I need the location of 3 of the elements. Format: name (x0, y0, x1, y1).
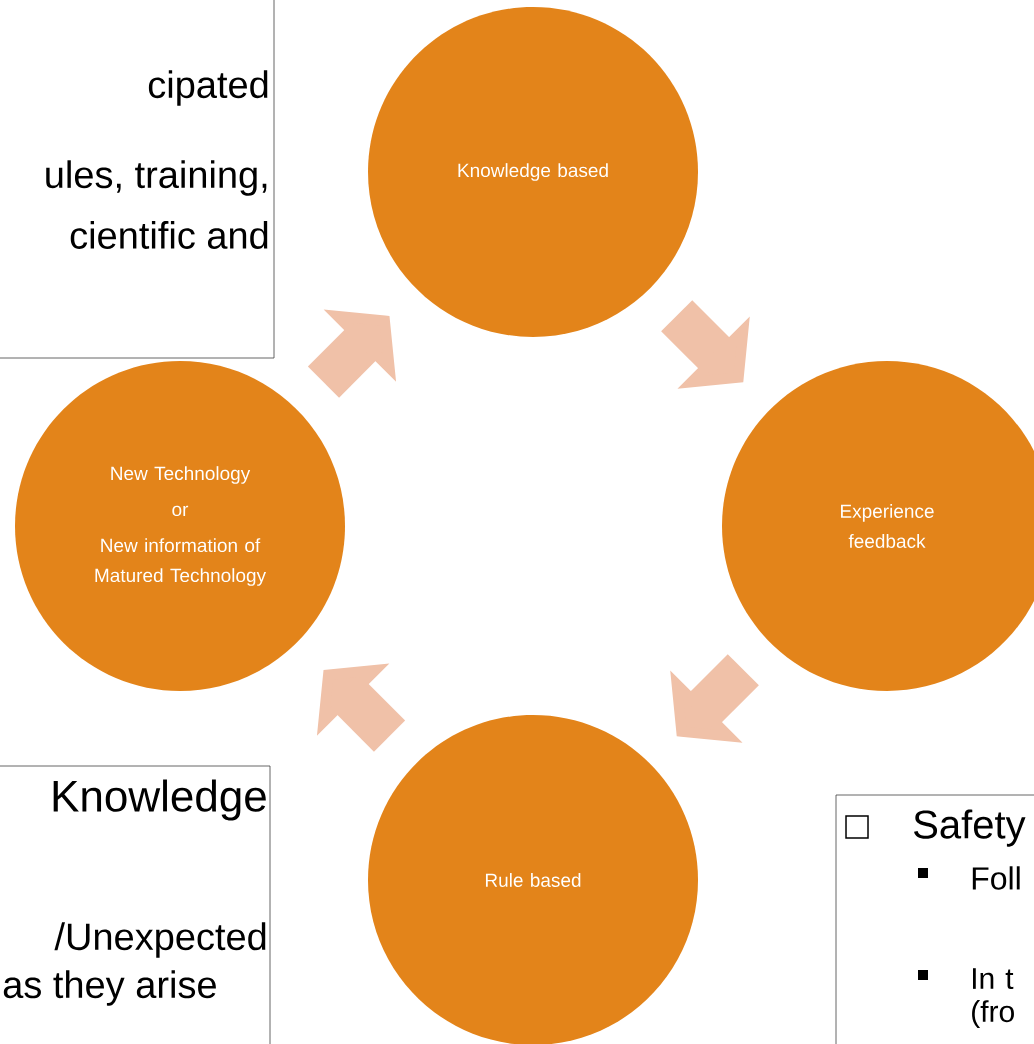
text-box: Knowledge /Unexpected as they arise (0, 765, 271, 1044)
text-box: Safety Foll In t (fro (835, 794, 1034, 1044)
text-box: cipated ules, training, cientific and (0, 0, 275, 359)
